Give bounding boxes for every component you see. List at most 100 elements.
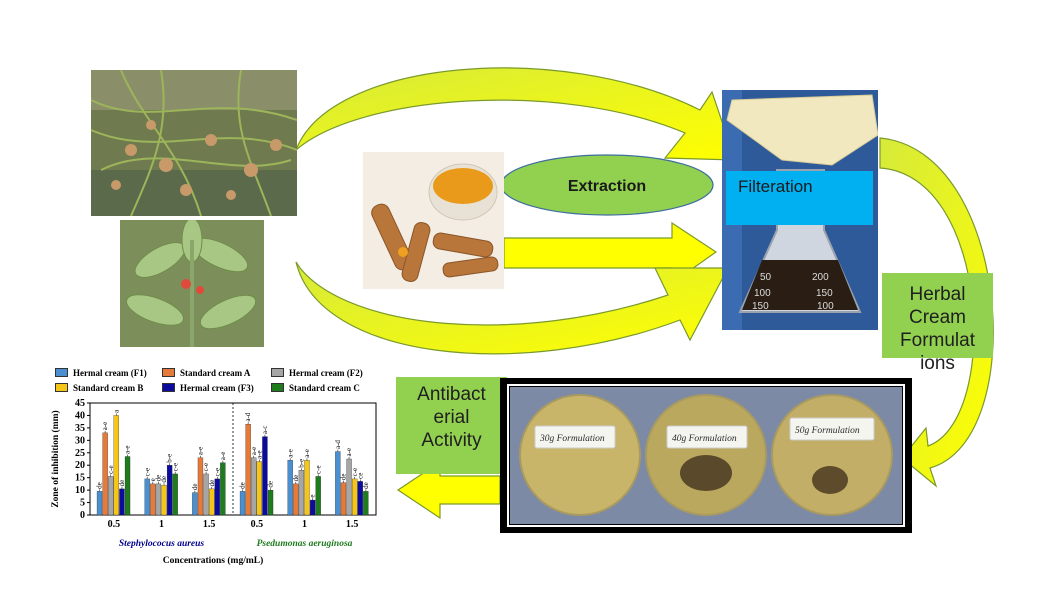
bar-significance-label: a-e (345, 448, 353, 457)
y-tick-label: 40 (75, 410, 85, 421)
svg-text:150: 150 (752, 301, 769, 312)
petri-dish-3 (771, 394, 893, 516)
antibacterial-label: Antibact erial Activity (417, 384, 486, 451)
bar-significance-label: c-e (171, 463, 179, 472)
herbal-cream-label: Herbal Cream Formulat ions (900, 284, 975, 374)
legend-swatch (271, 383, 284, 392)
bar (124, 456, 131, 516)
bar-significance-label: a-d (244, 412, 252, 421)
bar (214, 478, 220, 516)
y-tick-label: 0 (80, 510, 85, 521)
y-axis-label: Zone of inhibition (mm) (50, 410, 61, 507)
petri-label-3: 50g Formulation (795, 426, 860, 436)
bar (293, 483, 299, 516)
bar (192, 492, 198, 516)
bar-significance-label: de (239, 482, 247, 489)
x-tick-label: 1.5 (346, 519, 359, 530)
y-tick-label: 30 (75, 435, 85, 446)
bar-significance-label: a-e (255, 450, 263, 459)
legend-swatch (55, 383, 68, 392)
bar-significance-label: de (96, 482, 104, 489)
x-tick-label: 1 (302, 519, 307, 530)
bar (220, 462, 226, 516)
bar-significance-label: ce (356, 473, 364, 479)
y-tick-label: 20 (75, 460, 85, 471)
y-tick-label: 15 (75, 473, 85, 484)
bar (267, 489, 274, 516)
legend-item-std-b: Standard cream B (55, 383, 143, 393)
bar (315, 476, 321, 516)
bar-significance-label: a-c (261, 426, 269, 435)
bar-significance-label: b-e (298, 459, 306, 468)
bar-significance-label: a-e (250, 447, 258, 456)
group-label: Psedumonas aeruginosa (257, 539, 353, 549)
bar-significance-label: a-d (334, 440, 342, 449)
bar-significance-label: a-e (197, 447, 205, 456)
group-label: Stephylococus aureus (119, 539, 205, 549)
bar (96, 491, 103, 516)
petri-dishes-photo: 30g Formulation 40g Formulation 50g Form… (500, 378, 912, 533)
bar (363, 491, 369, 516)
svg-text:200: 200 (812, 272, 829, 283)
bar (203, 473, 209, 516)
svg-text:50: 50 (760, 272, 772, 283)
extraction-label: Extraction (568, 178, 646, 195)
bar (298, 470, 305, 516)
legend-item-f3: Hermal cream (F3) (162, 383, 254, 393)
bar (102, 432, 108, 516)
bar (144, 478, 150, 516)
legend-swatch (271, 368, 284, 377)
bar-significance-label: de (362, 482, 370, 489)
bar-significance-label: a-e (219, 452, 227, 461)
bar (155, 483, 162, 516)
bar (256, 461, 262, 516)
x-tick-label: 1 (159, 519, 164, 530)
petri-dish-1 (519, 394, 641, 516)
bar-significance-label: e (149, 478, 157, 481)
bar (108, 476, 114, 516)
y-tick-label: 45 (75, 398, 85, 409)
bar (245, 424, 251, 516)
bar-significance-label: a-e (286, 449, 294, 458)
svg-text:100: 100 (754, 288, 771, 299)
herbal-cream-box: Herbal Cream Formulat ions (882, 273, 993, 374)
bar (352, 478, 358, 516)
y-tick-label: 5 (80, 498, 85, 509)
filteration-label-box: Filteration (726, 171, 873, 225)
legend-label: Hermal cream (F2) (289, 368, 363, 378)
bar-significance-label: c-e (202, 463, 210, 472)
bar-significance-label: c-e (107, 465, 115, 474)
x-tick-label: 1.5 (203, 519, 216, 530)
bar-significance-label: c-e (351, 468, 359, 477)
bar-significance-label: b-e (166, 454, 174, 463)
legend-label: Standard cream B (73, 383, 144, 393)
bar (304, 460, 310, 516)
svg-text:100: 100 (817, 301, 834, 312)
y-tick-label: 10 (75, 485, 85, 496)
bar (262, 436, 268, 516)
legend-swatch (162, 383, 175, 392)
legend-label: Standard cream C (289, 383, 360, 393)
bar-significance-label: de (340, 474, 348, 481)
bar-significance-label: de (267, 481, 275, 488)
bar-significance-label: c-e (213, 468, 221, 477)
bar (309, 499, 316, 516)
legend-swatch (55, 368, 68, 377)
y-tick-label: 25 (75, 448, 85, 459)
filteration-label: Filteration (738, 177, 813, 196)
ashwagandha-plant-photo (120, 220, 264, 347)
bar-significance-label: a-e (101, 422, 109, 431)
legend-swatch (162, 368, 175, 377)
bar-significance-label: de (191, 483, 199, 490)
legend-label: Standard cream A (180, 368, 251, 378)
ashwagandha-field-photo (91, 70, 297, 216)
curved-arrow-right (879, 137, 994, 488)
legend-item-std-c: Standard cream C (271, 383, 360, 393)
bar-significance-label: de (160, 476, 168, 483)
x-axis-label: Concentrations (mg/mL) (163, 555, 264, 566)
legend-label: Hermal cream (F1) (73, 368, 147, 378)
petri-label-1: 30g Formulation (539, 434, 605, 444)
bar-significance-label: de (155, 475, 163, 482)
